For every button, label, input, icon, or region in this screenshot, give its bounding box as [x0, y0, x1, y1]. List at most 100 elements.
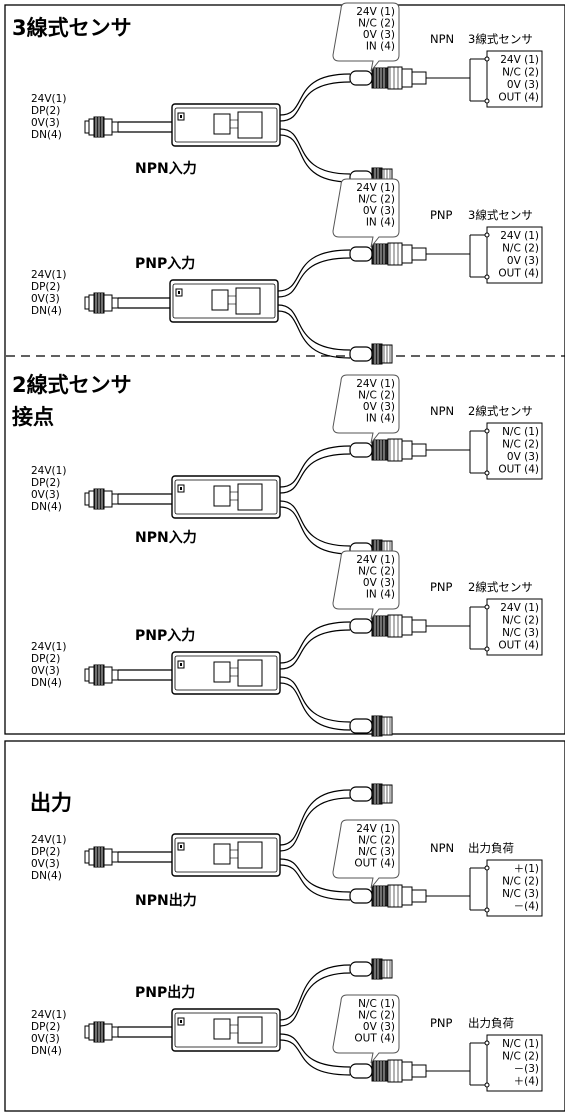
input-connector: [84, 846, 119, 868]
input-connector: [84, 488, 119, 510]
sensor-cable-down: [279, 1033, 351, 1068]
callout-pin-label: N/C (2): [358, 835, 395, 847]
pin-callout: [332, 374, 400, 444]
row-title: NPN出力: [135, 892, 197, 909]
panel-output-frame: [4, 740, 565, 1112]
sensor-cable-up: [279, 453, 351, 494]
callout-pin-label: N/C (2): [358, 566, 395, 578]
section-title-3wire: 3線式センサ: [12, 16, 132, 40]
sensor-cable-down: [279, 858, 351, 893]
sensor-pin-box: [486, 226, 543, 284]
sensor-type: 3線式センサ: [468, 208, 533, 222]
callout-pin-label: N/C (2): [358, 1010, 395, 1022]
input-pin-label: 24V(1): [31, 1009, 66, 1021]
sensor-connector: [349, 438, 427, 462]
splitter-body: [171, 1008, 281, 1052]
terminal-dot: [484, 1082, 490, 1088]
sensor-cable-down: [277, 310, 351, 359]
input-pin-label: DN(4): [31, 501, 62, 513]
terminal-dot: [484, 646, 490, 652]
sensor-kind: NPN: [430, 841, 454, 855]
callout-pin-label: N/C (3): [358, 846, 395, 858]
sensor-cable-down: [279, 506, 351, 555]
sensor-connector: [349, 614, 427, 638]
callout-pin-label: 24V (1): [356, 554, 395, 566]
sensor-pin-label: OUT (4): [498, 464, 539, 476]
row-title: PNP入力: [135, 627, 195, 644]
input-pin-label: 0V(3): [31, 1033, 60, 1045]
terminal-dot: [484, 907, 490, 913]
pin-callout: [332, 819, 400, 889]
cap-connector: [349, 343, 393, 365]
callout-pin-label: N/C (2): [358, 390, 395, 402]
input-pin-label: 24V(1): [31, 465, 66, 477]
callout-pin-label: 0V (3): [363, 205, 395, 217]
cap-connector: [349, 958, 393, 980]
callout-pin-label: IN (4): [366, 41, 395, 53]
sensor-pin-label: N/C (2): [502, 243, 539, 255]
terminal-dot: [484, 470, 490, 476]
terminal-dot: [484, 274, 490, 280]
sensor-kind: PNP: [430, 1016, 453, 1030]
sensor-pin-label: ＋(4): [514, 1076, 539, 1088]
callout-pin-label: 0V (3): [363, 401, 395, 413]
sensor-pin-box: [486, 1034, 543, 1092]
input-pin-label: DN(4): [31, 1045, 62, 1057]
input-pin-label: 24V(1): [31, 641, 66, 653]
sensor-pin-label: 0V (3): [507, 451, 539, 463]
input-pin-label: 0V(3): [31, 293, 60, 305]
splitter-body: [171, 475, 281, 519]
sensor-cable-up: [279, 797, 351, 852]
callout-pin-label: 0V (3): [363, 1021, 395, 1033]
callout-pin-label: 0V (3): [363, 577, 395, 589]
splitter-body: [171, 651, 281, 695]
sensor-pin-label: 24V (1): [500, 602, 539, 614]
sensor-cable-up: [279, 789, 351, 846]
input-pin-label: DP(2): [31, 105, 60, 117]
terminal-dot: [484, 1040, 490, 1046]
sensor-cable-down: [279, 128, 351, 175]
sensor-pin-label: N/C (3): [502, 627, 539, 639]
input-connector: [84, 1021, 119, 1043]
section-title-contact: 接点: [12, 405, 54, 429]
input-pin-label: 0V(3): [31, 665, 60, 677]
input-connector: [84, 116, 119, 138]
sensor-pin-box: [486, 50, 543, 108]
sensor-pin-label: 0V (3): [507, 255, 539, 267]
callout-pin-label: N/C (1): [358, 998, 395, 1010]
pin-callout: [332, 2, 400, 72]
input-pin-label: 24V(1): [31, 93, 66, 105]
sensor-kind: PNP: [430, 208, 453, 222]
pin-callout: [332, 178, 400, 248]
sensor-pin-label: N/C (1): [502, 426, 539, 438]
sensor-type: 2線式センサ: [468, 580, 533, 594]
input-pin-label: DN(4): [31, 677, 62, 689]
terminal-dot: [484, 56, 490, 62]
sensor-pin-label: 24V (1): [500, 54, 539, 66]
pin-callout: [332, 994, 400, 1064]
sensor-cable-up: [279, 964, 351, 1021]
sensor-pin-label: N/C (2): [502, 67, 539, 79]
callout-pin-label: OUT (4): [354, 858, 395, 870]
callout-pin-label: IN (4): [366, 217, 395, 229]
sensor-pin-label: N/C (2): [502, 1051, 539, 1063]
terminal-dot: [484, 232, 490, 238]
callout-pin-label: 24V (1): [356, 182, 395, 194]
section-title-output: 出力: [30, 791, 72, 815]
sensor-type: 2線式センサ: [468, 404, 533, 418]
sensor-cable-up: [279, 81, 351, 122]
input-pin-label: 0V(3): [31, 858, 60, 870]
sensor-cable-down: [277, 304, 351, 351]
sensor-pin-label: OUT (4): [498, 92, 539, 104]
input-connector: [84, 664, 119, 686]
sensor-type: 3線式センサ: [468, 32, 533, 46]
callout-pin-label: N/C (2): [358, 194, 395, 206]
callout-pin-label: 24V (1): [356, 823, 395, 835]
splitter-body: [171, 103, 281, 147]
callout-pin-label: N/C (2): [358, 18, 395, 30]
row-title: PNP入力: [135, 255, 195, 272]
